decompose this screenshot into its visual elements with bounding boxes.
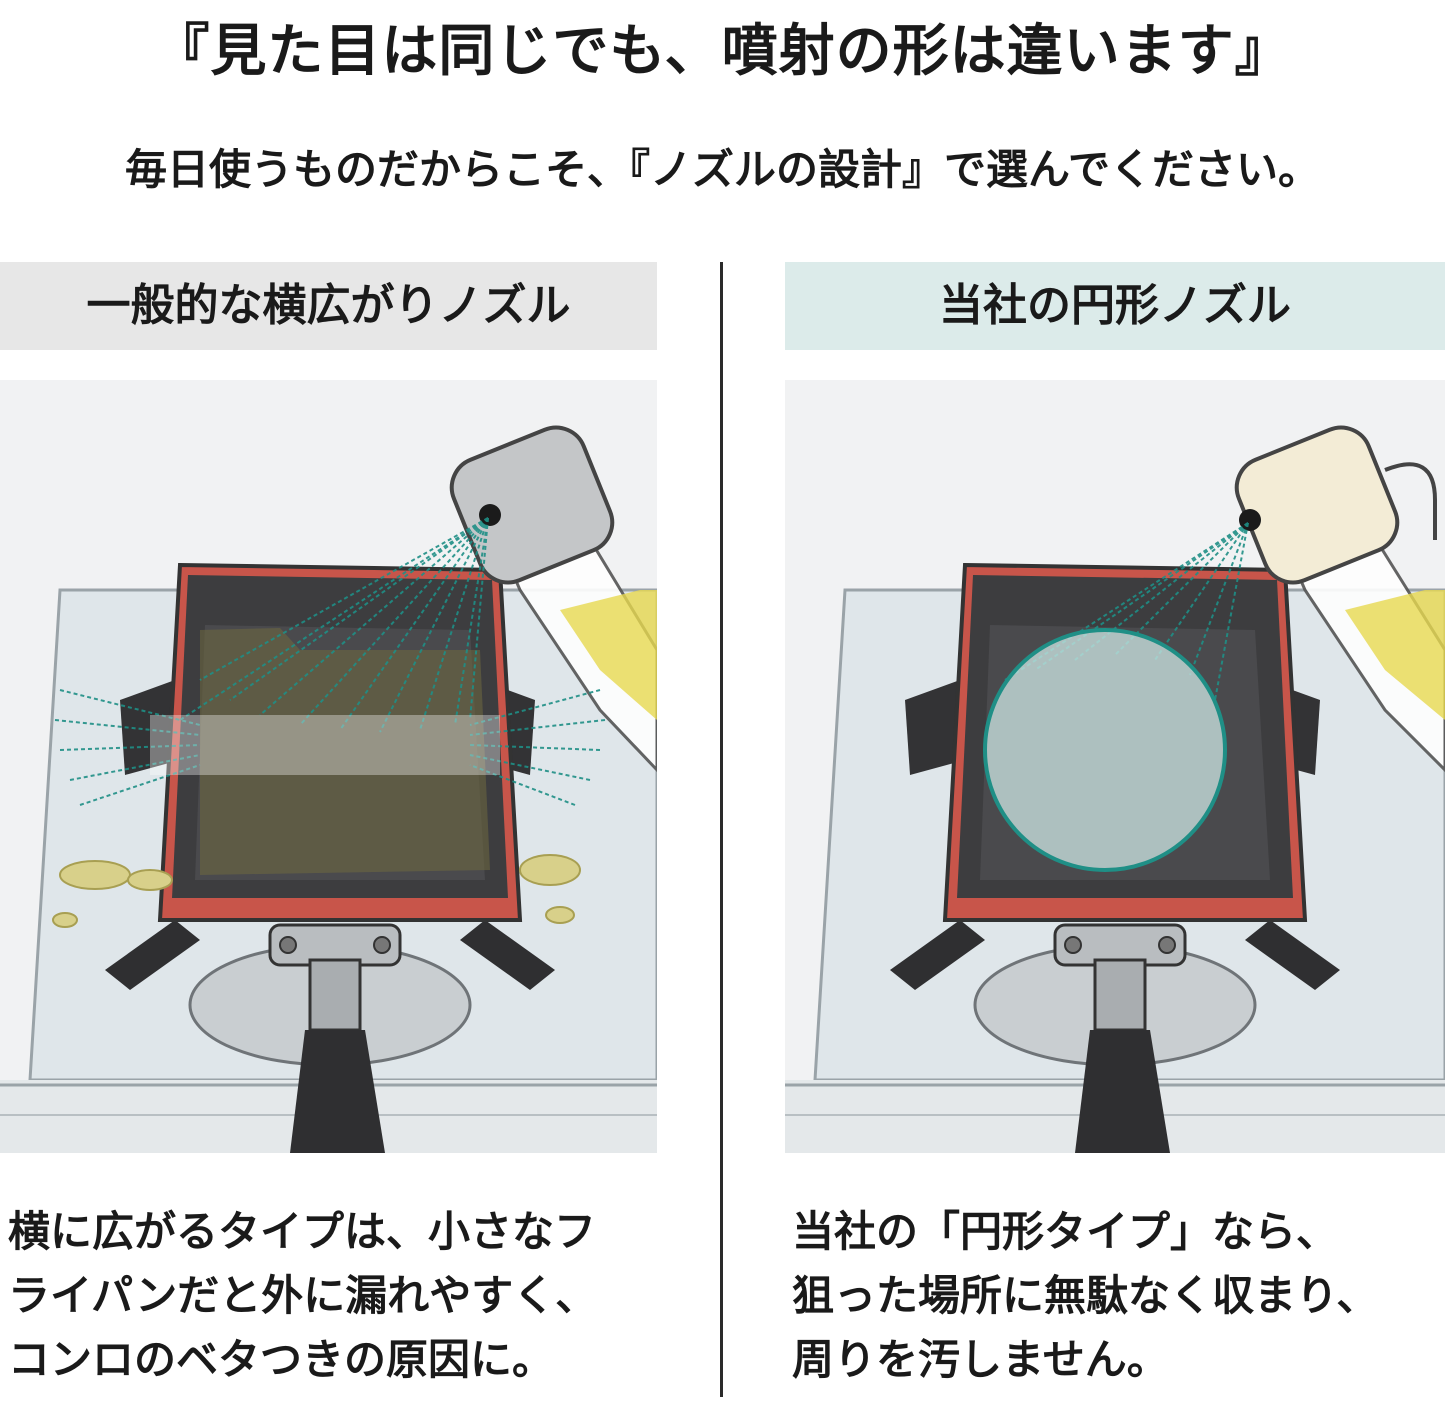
pan-ear-left bbox=[120, 680, 180, 775]
trivet-left bbox=[890, 920, 985, 990]
spray-mist-band bbox=[150, 715, 500, 775]
page-subtitle: 毎日使うものだからこそ、『ノズルの設計』で選んでください。 bbox=[125, 145, 1320, 194]
caption-line: ライパンだと外に漏れやすく、 bbox=[8, 1271, 598, 1320]
spray-bottle bbox=[1234, 425, 1445, 773]
illustration-wide-spray bbox=[0, 380, 657, 1153]
caption-round-nozzle: 当社の「円形タイプ」なら、 狙った場所に無駄なく収まり、 周りを汚しません。 bbox=[792, 1200, 1442, 1392]
caption-line: 狙った場所に無駄なく収まり、 bbox=[792, 1271, 1379, 1320]
round-spray-scene bbox=[785, 380, 1445, 1153]
pan-handle bbox=[290, 1030, 385, 1153]
pan-handle bbox=[1075, 1030, 1170, 1153]
page-title: 『見た目は同じでも、噴射の形は違います』 bbox=[153, 19, 1292, 84]
wide-spray-scene bbox=[0, 380, 657, 1153]
caption-line: 横に広がるタイプは、小さなフ bbox=[8, 1207, 597, 1256]
caption-line: 当社の「円形タイプ」なら、 bbox=[792, 1207, 1339, 1256]
wide-spray-lines bbox=[54, 517, 606, 806]
nozzle-icon bbox=[479, 504, 501, 526]
spray-bottle bbox=[449, 425, 657, 773]
label-round-nozzle: 当社の円形ノズル bbox=[785, 262, 1445, 350]
round-spray-circle bbox=[983, 628, 1227, 872]
trivet-left bbox=[105, 920, 200, 990]
caption-line: 周りを汚しません。 bbox=[792, 1335, 1169, 1384]
oil-spill-left bbox=[59, 860, 131, 890]
oil-in-pan bbox=[200, 628, 490, 875]
illustration-round-spray bbox=[785, 380, 1445, 1153]
caption-line: コンロのベタつきの原因に。 bbox=[8, 1335, 555, 1384]
nozzle-icon bbox=[1239, 509, 1261, 531]
center-divider bbox=[720, 262, 723, 1397]
oil-spill-right bbox=[519, 854, 581, 886]
pan-ear-left bbox=[905, 680, 965, 775]
caption-standard-nozzle: 横に広がるタイプは、小さなフ ライパンだと外に漏れやすく、 コンロのベタつきの原… bbox=[8, 1200, 708, 1392]
trivet-right bbox=[1245, 920, 1340, 990]
label-standard-nozzle: 一般的な横広がりノズル bbox=[0, 262, 657, 350]
trivet-right bbox=[460, 920, 555, 990]
